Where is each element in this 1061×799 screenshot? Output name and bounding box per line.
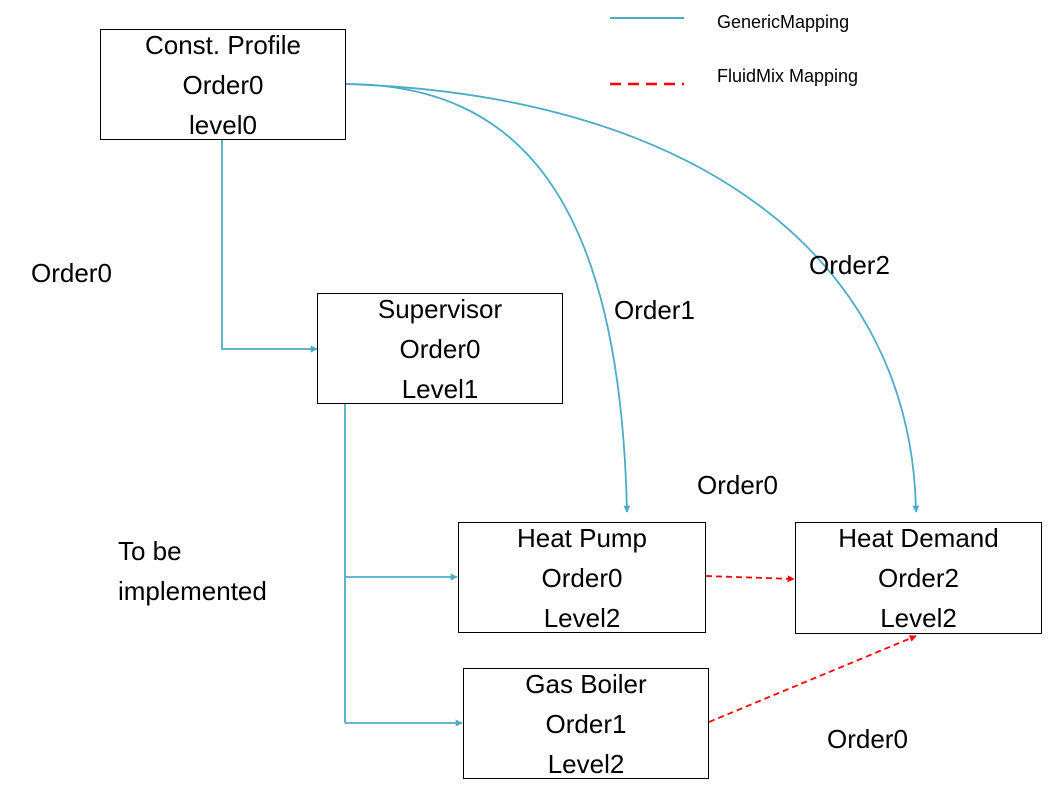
node-supervisor: Supervisor Order0 Level1 [317,293,563,404]
node-supervisor-order: Order0 [399,333,481,364]
edge-const-to-heat-demand [344,83,920,513]
edge-heat-pump-to-heat-demand [705,575,795,583]
node-heat-pump-order: Order0 [541,562,623,593]
edge-gas-boiler-to-heat-demand [708,635,917,723]
node-gas-boiler-name: Gas Boiler [525,668,647,699]
node-const-profile-order: Order0 [182,69,264,100]
note-to-be-implemented-line1: To be [118,536,182,566]
edge-const-to-heat-pump [344,83,631,513]
edge-label-const-to-heat-pump: Order1 [614,295,695,325]
node-const-profile: Const. Profile Order0 level0 [100,29,346,140]
node-heat-pump: Heat Pump Order0 Level2 [458,522,706,633]
node-heat-demand: Heat Demand Order2 Level2 [795,522,1042,634]
node-heat-demand-order: Order2 [878,563,959,593]
edge-label-gas-boiler-to-heat-demand: Order0 [827,724,908,754]
edge-label-heat-pump-to-heat-demand: Order0 [697,470,778,500]
node-supervisor-level: Level1 [401,373,479,404]
node-const-profile-name: Const. Profile [144,29,302,60]
legend-generic-label: GenericMapping [717,12,850,32]
node-gas-boiler-order: Order1 [545,708,627,739]
node-gas-boiler-level: Level2 [547,748,625,779]
legend-fluidmix-label: FluidMix Mapping [717,66,859,86]
node-heat-pump-level: Level2 [543,602,621,633]
edge-const-to-supervisor [221,140,318,353]
node-const-profile-level: level0 [189,109,257,140]
node-heat-demand-level: Level2 [880,603,957,633]
edge-label-const-to-supervisor: Order0 [31,258,112,288]
node-supervisor-name: Supervisor [377,293,503,324]
note-to-be-implemented-line2: implemented [118,576,267,606]
edge-label-const-to-heat-demand: Order2 [809,250,890,280]
node-heat-demand-name: Heat Demand [838,523,999,553]
node-heat-pump-name: Heat Pump [516,522,648,553]
node-gas-boiler: Gas Boiler Order1 Level2 [463,668,709,779]
